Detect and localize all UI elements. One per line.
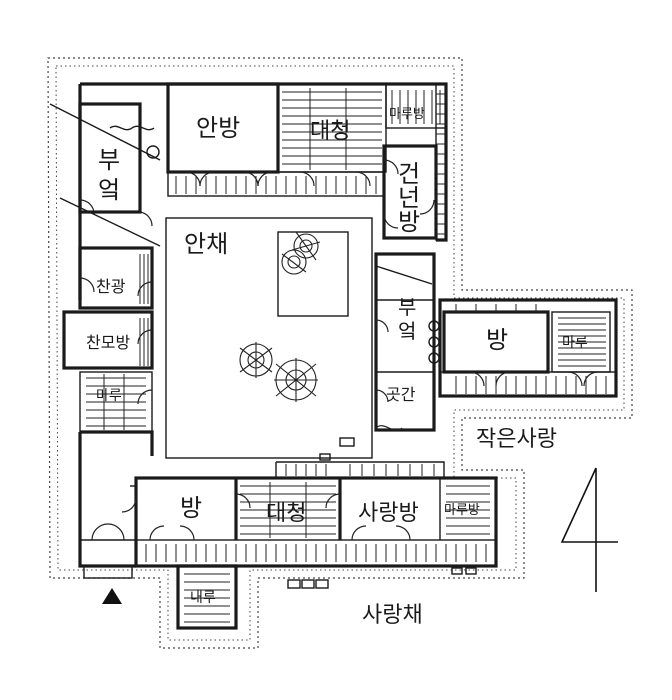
daecheong-top-label: 대청 xyxy=(310,119,350,144)
gotgan-label: 곳간 xyxy=(386,385,416,404)
geonneonbang-label-3: 방 xyxy=(398,208,420,236)
daecheong-bottom-floor xyxy=(240,482,336,538)
naeru-label: 내루 xyxy=(190,590,216,606)
marubang-bottom-floor xyxy=(446,485,490,535)
door-swings-top xyxy=(79,159,435,229)
chanmobang-label: 찬모방 xyxy=(86,333,130,352)
bueok-left-label-2: 엌 xyxy=(98,176,120,204)
sarangchae-doors xyxy=(121,493,411,541)
bueok-left-label-1: 부 xyxy=(98,146,120,174)
sarangchae-label: 사랑채 xyxy=(362,603,423,628)
top-right-veranda xyxy=(435,83,447,241)
bang-right-label: 방 xyxy=(486,326,508,354)
left-wing-doors xyxy=(79,277,153,405)
tree-courtyard-bottom-right xyxy=(274,358,318,402)
front-veranda-top xyxy=(175,176,377,194)
garden-bed xyxy=(277,231,349,317)
marubang-top-label: 마루방 xyxy=(389,107,425,122)
anbang-label: 안방 xyxy=(196,114,240,142)
perimeter-fence xyxy=(47,57,633,649)
sarangchae-veranda xyxy=(145,544,487,562)
daecheong-top-floor xyxy=(282,88,382,170)
marubang-top-floor xyxy=(391,90,441,124)
maru-left-label: 마루 xyxy=(96,388,122,404)
sarangchae-building xyxy=(78,432,498,568)
jageunsarang-building xyxy=(438,298,618,398)
sarangbang-label: 사랑방 xyxy=(358,501,419,526)
bang-bottom-label: 방 xyxy=(180,494,202,522)
geonneonbang-label-1: 건 xyxy=(398,160,420,188)
right-service-wing xyxy=(374,252,440,432)
changwang-label: 찬광 xyxy=(96,277,126,296)
main-gate xyxy=(78,523,136,579)
north-arrow-icon xyxy=(560,467,618,592)
bueok-right-label-2: 엌 xyxy=(398,319,416,343)
marubang-bottom-label: 마루방 xyxy=(444,503,480,518)
left-wing-floor xyxy=(86,254,149,430)
daecheong-bottom-label: 대청 xyxy=(266,501,306,526)
geonneonbang-label-2: 넌 xyxy=(398,184,420,212)
bueok-right-label-1: 부 xyxy=(398,295,416,319)
tree-courtyard-bottom-left xyxy=(239,342,273,378)
sarangchae-top-strip xyxy=(285,464,435,476)
naeru-pavilion xyxy=(176,564,238,630)
tree-courtyard-top xyxy=(281,231,321,275)
anchae-courtyard xyxy=(165,217,373,459)
perimeter-fence-inner xyxy=(55,65,625,641)
entrance-arrow-icon xyxy=(102,588,122,604)
anchae-label: 안채 xyxy=(184,230,228,258)
jageunsarang-label: 작은사랑 xyxy=(476,427,557,452)
stone-steps xyxy=(287,437,477,589)
anchae-building xyxy=(49,82,448,456)
maru-right-label: 마루 xyxy=(562,335,588,351)
